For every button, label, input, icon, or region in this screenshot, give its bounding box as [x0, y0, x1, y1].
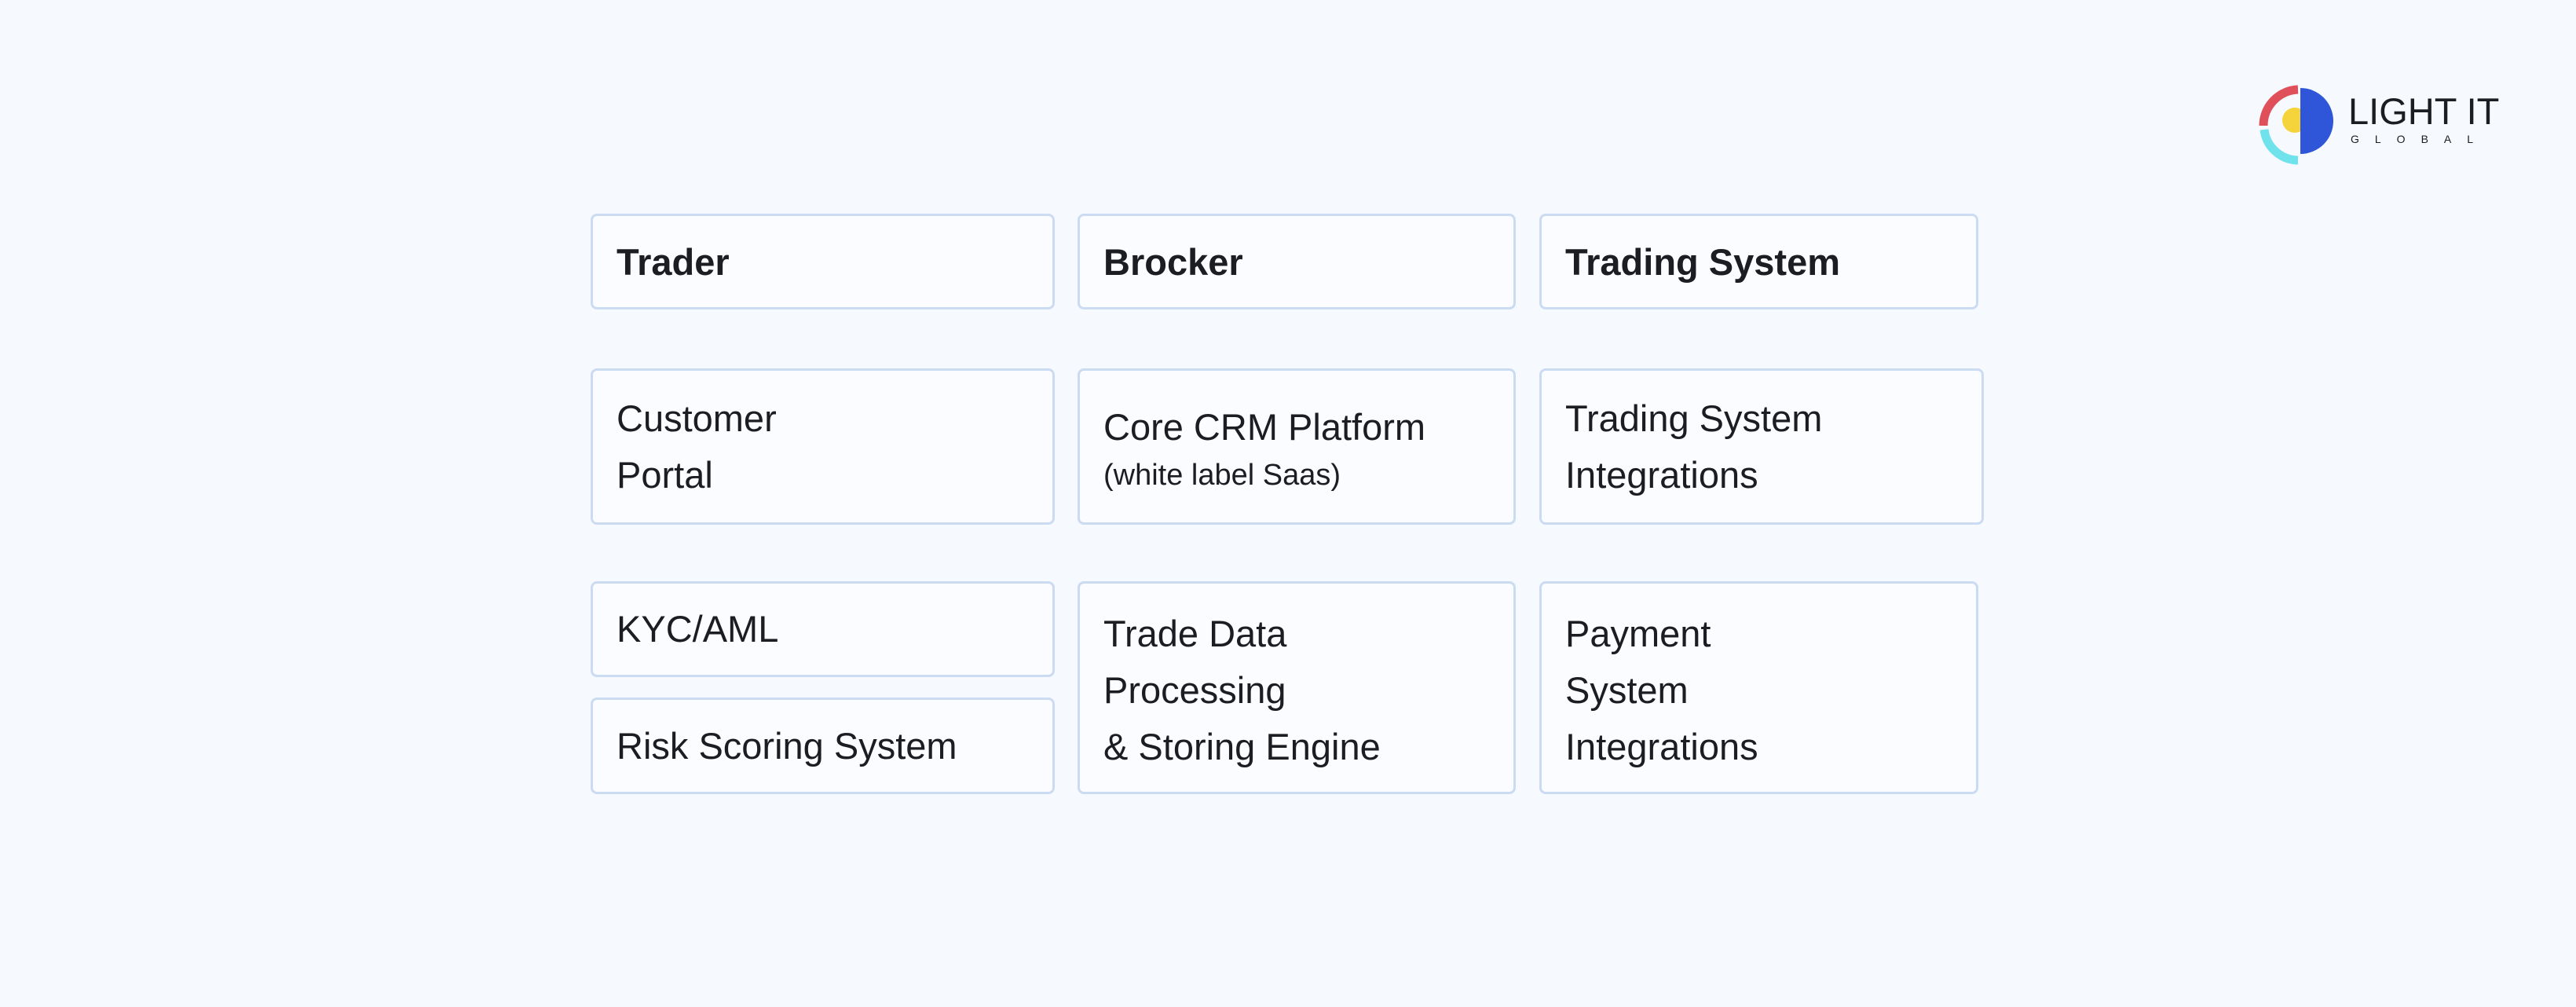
- block-trade-data: Trade Data Processing & Storing Engine: [1078, 581, 1516, 794]
- logo-mark-icon: [2259, 85, 2333, 165]
- light-it-logo: LIGHT IT GLOBAL: [2250, 71, 2509, 173]
- header-label: Brocker: [1103, 240, 1243, 283]
- block-line: Customer: [617, 397, 777, 439]
- block-risk-scoring: Risk Scoring System: [591, 698, 1055, 794]
- logo-tagline: GLOBAL: [2351, 133, 2490, 145]
- block-customer-portal: Customer Portal: [591, 368, 1055, 525]
- block-line: Processing: [1103, 669, 1286, 711]
- block-core-crm: Core CRM Platform (white label Saas): [1078, 368, 1516, 525]
- header-label: Trading System: [1565, 240, 1840, 283]
- block-kyc-aml: KYC/AML: [591, 581, 1055, 677]
- logo-title: LIGHT IT: [2348, 90, 2500, 132]
- logo-cyan-arc: [2259, 129, 2299, 165]
- block-line: & Storing Engine: [1103, 726, 1381, 767]
- block-line: Risk Scoring System: [617, 724, 957, 767]
- logo-blue-half: [2300, 88, 2333, 154]
- header-trader: Trader: [591, 214, 1055, 309]
- header-trading-system: Trading System: [1539, 214, 1978, 309]
- block-line: Integrations: [1565, 726, 1758, 767]
- block-note: (white label Saas): [1103, 458, 1341, 492]
- block-payment-integrations: Payment System Integrations: [1539, 581, 1978, 794]
- block-line: System: [1565, 669, 1689, 711]
- header-label: Trader: [617, 240, 730, 283]
- block-line: Integrations: [1565, 453, 1758, 496]
- block-line: KYC/AML: [617, 608, 779, 650]
- block-line: Payment: [1565, 613, 1711, 654]
- header-brocker: Brocker: [1078, 214, 1516, 309]
- block-line: Trade Data: [1103, 613, 1287, 654]
- block-line: Core CRM Platform: [1103, 405, 1426, 448]
- block-line: Trading System: [1565, 397, 1823, 439]
- logo-red-arc: [2259, 85, 2299, 126]
- block-line: Portal: [617, 453, 713, 496]
- block-trading-integrations: Trading System Integrations: [1539, 368, 1984, 525]
